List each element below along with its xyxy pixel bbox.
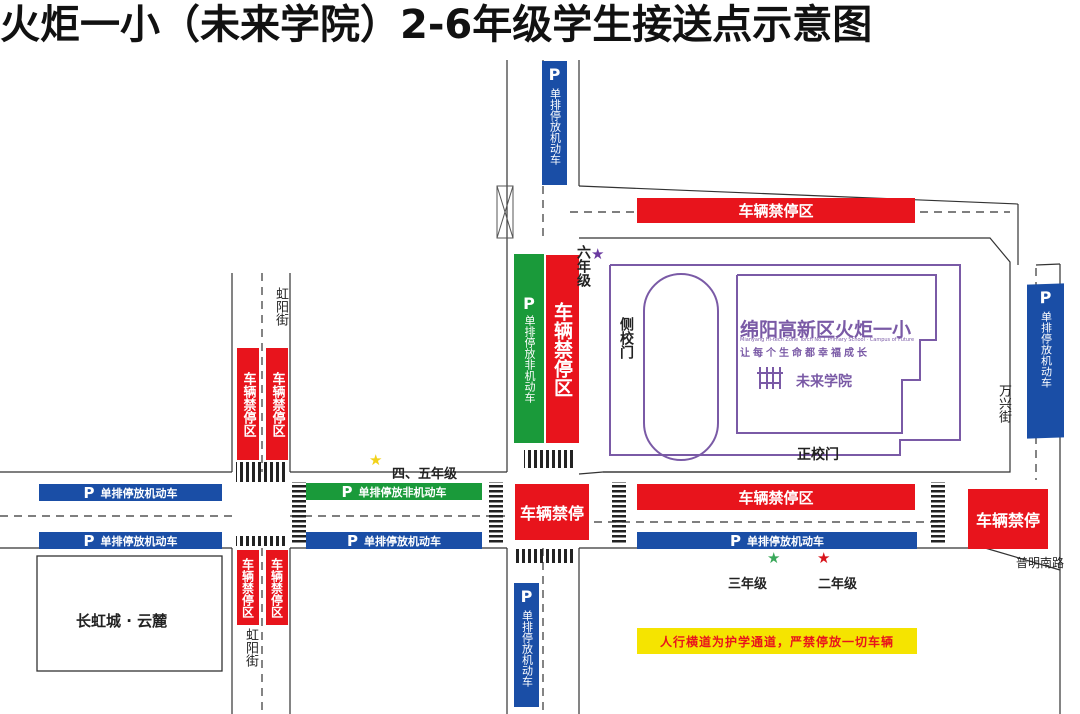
parking-motor-wanxing: P 单排停放机动车: [1027, 283, 1064, 439]
school-logo-icon: [755, 363, 785, 393]
parking-motor-middle: P 单排停放机动车: [306, 532, 482, 549]
street-label-hongyang-south: 虹阳街: [243, 628, 258, 667]
no-parking-label: 车辆禁停区: [240, 371, 256, 437]
parking-motor-west-north: P 单排停放机动车: [39, 484, 222, 501]
school-english-name: Mianyang Hi-tech Zone Torch No.1 Primary…: [740, 337, 915, 343]
no-parking-intersection: 车辆禁停: [515, 484, 589, 540]
parking-motor-label: 单排停放机动车: [100, 486, 178, 500]
grade-6-star-icon: ★: [591, 245, 605, 263]
no-parking-zone-hongyang-se: 车辆禁停区: [266, 550, 288, 625]
crosswalk: [236, 462, 286, 482]
no-parking-zone-hongyang-sw: 车辆禁停区: [237, 550, 259, 625]
parking-motor-bottom: P 单排停放机动车: [514, 583, 539, 707]
no-parking-zone-main-gate: 车辆禁停区: [637, 484, 915, 510]
crosswalk: [489, 482, 503, 544]
parking-motor-east: P 单排停放机动车: [637, 532, 917, 549]
crosswalk: [236, 536, 286, 546]
parking-p-icon: P: [523, 294, 535, 313]
no-parking-label: 车辆禁停区: [240, 557, 255, 618]
street-label-wanxing: 万兴街: [996, 384, 1011, 423]
no-parking-label: 车辆禁停区: [269, 371, 285, 437]
school-campus-name: 未来学院: [796, 374, 852, 390]
parking-motor-label: 单排停放机动车: [548, 88, 562, 165]
grade-4-5-star-icon: ★: [369, 451, 383, 469]
no-parking-zone-hongyang-ne: 车辆禁停区: [266, 348, 288, 460]
crosswalk: [292, 482, 306, 544]
crosswalk: [612, 482, 626, 544]
no-parking-zone-hongyang-nw: 车辆禁停区: [237, 348, 259, 460]
side-gate-label: 侧校门: [618, 317, 634, 359]
grade-6-label: 六年级: [575, 245, 591, 287]
sports-track: [643, 273, 719, 461]
no-parking-zone-top: 车辆禁停区: [637, 198, 915, 223]
parking-motor-label: 单排停放机动车: [520, 610, 534, 687]
residential-label: 长虹城 · 云麓: [76, 612, 168, 630]
street-label-puming: 普明南路: [1016, 556, 1065, 570]
barrier-box: [496, 185, 514, 239]
grade-2-label: 二年级: [818, 577, 858, 592]
parking-motor-label: 单排停放机动车: [1039, 310, 1053, 389]
crosswalk: [524, 450, 576, 468]
grade-3-label: 三年级: [728, 577, 768, 592]
grade-4-5-label: 四、五年级: [392, 467, 458, 482]
parking-p-icon: P: [730, 532, 741, 549]
parking-p-icon: P: [347, 532, 358, 549]
parking-p-icon: P: [83, 484, 95, 501]
parking-nonmotor-horizontal: P 单排停放非机动车: [306, 483, 482, 500]
no-parking-puming: 车辆禁停: [968, 489, 1048, 549]
school-slogan: 让每个生命都幸福成长: [740, 348, 870, 359]
parking-motor-top: P 单排停放机动车: [542, 61, 567, 185]
school-name: 绵阳高新区火炬一小: [740, 319, 912, 341]
parking-motor-west-south: P 单排停放机动车: [39, 532, 222, 549]
parking-nonmotor-vertical: P 单排停放非机动车: [514, 254, 544, 443]
parking-p-icon: P: [520, 587, 533, 606]
residential-block: [36, 555, 223, 672]
no-parking-label: 车辆禁停区: [269, 557, 284, 618]
grade-3-star-icon: ★: [767, 549, 781, 567]
page-title: 火炬一小（未来学院）2-6年级学生接送点示意图: [0, 2, 873, 48]
parking-nonmotor-label: 单排停放非机动车: [358, 485, 447, 499]
main-gate-label: 正校门: [797, 447, 839, 463]
parking-nonmotor-label: 单排停放非机动车: [523, 315, 536, 403]
parking-p-icon: P: [1039, 287, 1052, 308]
school-outline: [609, 264, 961, 456]
parking-motor-label: 单排停放机动车: [747, 534, 824, 548]
parking-motor-label: 单排停放机动车: [100, 534, 178, 548]
street-label-hongyang-north: 虹阳街: [273, 287, 288, 326]
grade-2-star-icon: ★: [817, 549, 831, 567]
safety-notice: 人行横道为护学通道，严禁停放一切车辆: [637, 628, 917, 654]
parking-motor-label: 单排停放机动车: [364, 534, 441, 548]
parking-p-icon: P: [341, 483, 353, 500]
no-parking-zone-vertical: 车辆禁停区: [546, 255, 579, 443]
building-outline: [736, 274, 937, 434]
parking-p-icon: P: [548, 65, 561, 84]
school-logo-icon-svg: [757, 367, 783, 389]
crosswalk: [516, 549, 576, 563]
no-parking-label: 车辆禁停区: [551, 301, 573, 397]
crosswalk: [931, 482, 945, 544]
parking-p-icon: P: [83, 532, 95, 549]
